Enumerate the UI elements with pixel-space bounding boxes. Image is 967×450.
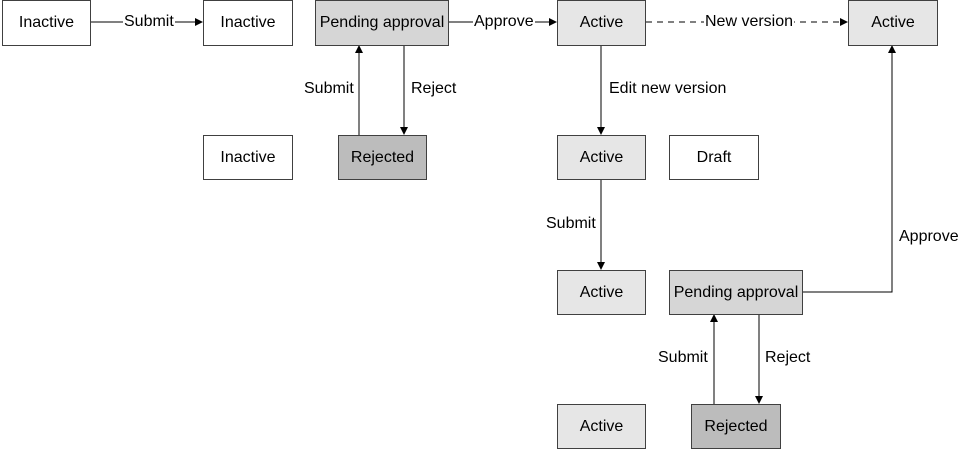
state-inactive-3: Inactive: [203, 135, 293, 180]
edge-line-approve-2: [803, 45, 896, 293]
edge-label-submit-1: Submit: [123, 13, 175, 31]
state-active-2: Active: [848, 0, 938, 46]
edge-label-submit-3: Submit: [546, 215, 596, 232]
state-rejected-1: Rejected: [338, 135, 427, 180]
edge-label-new-version: New version: [704, 13, 795, 31]
state-inactive-1: Inactive: [2, 0, 91, 46]
state-active-4: Active: [557, 270, 646, 315]
state-rejected-2: Rejected: [691, 404, 781, 449]
state-active-3: Active: [557, 135, 646, 180]
state-draft: Draft: [669, 135, 759, 180]
edge-label-edit-new-version: Edit new version: [609, 80, 727, 97]
state-pending-approval-2: Pending approval: [669, 270, 803, 315]
edge-label-approve-1: Approve: [473, 13, 535, 31]
edge-label-reject-1: Reject: [411, 80, 457, 97]
edge-label-submit-2: Submit: [304, 80, 354, 97]
edge-label-approve-2: Approve: [899, 228, 959, 245]
state-active-1: Active: [557, 0, 646, 46]
edge-label-reject-2: Reject: [765, 349, 811, 366]
state-inactive-2: Inactive: [203, 0, 293, 46]
edge-label-submit-4: Submit: [658, 349, 708, 366]
state-pending-approval-1: Pending approval: [315, 0, 449, 46]
state-active-5: Active: [557, 404, 646, 449]
